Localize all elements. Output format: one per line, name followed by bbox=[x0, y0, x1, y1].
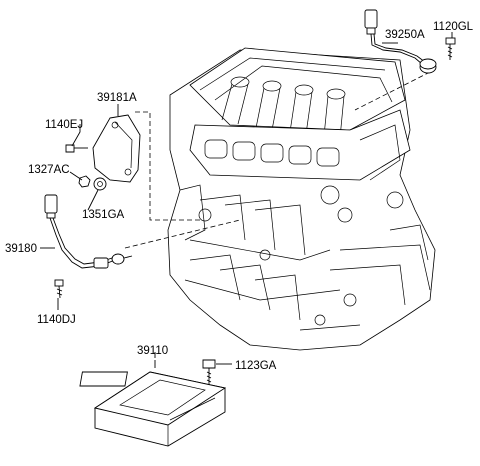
engine-assembly bbox=[167, 47, 436, 351]
knock-sensor-39250A bbox=[364, 9, 437, 74]
bolt-1140EJ bbox=[65, 144, 88, 153]
label-1140DJ: 1140DJ bbox=[37, 314, 76, 326]
bracket-39181A bbox=[92, 114, 141, 183]
label-1140EJ: 1140EJ bbox=[45, 119, 83, 131]
bolt-1120GL bbox=[445, 37, 456, 60]
label-leaders bbox=[40, 32, 453, 365]
label-1327AC: 1327AC bbox=[28, 164, 70, 176]
label-1120GL: 1120GL bbox=[433, 21, 474, 33]
label-39110: 39110 bbox=[137, 345, 168, 357]
label-39181A: 39181A bbox=[97, 92, 137, 104]
label-1351GA: 1351GA bbox=[82, 209, 125, 221]
sensor-39180 bbox=[44, 194, 133, 269]
label-39250A: 39250A bbox=[385, 29, 425, 41]
label-1123GA: 1123GA bbox=[235, 360, 277, 372]
label-39180: 39180 bbox=[5, 243, 37, 255]
bolt-1140DJ bbox=[54, 279, 64, 299]
bolt-1123GA bbox=[202, 359, 216, 385]
nut-1327AC bbox=[78, 175, 91, 188]
ecu-39110 bbox=[79, 360, 227, 447]
nut-1351GA bbox=[93, 177, 107, 191]
dashed-leaders bbox=[124, 71, 431, 249]
